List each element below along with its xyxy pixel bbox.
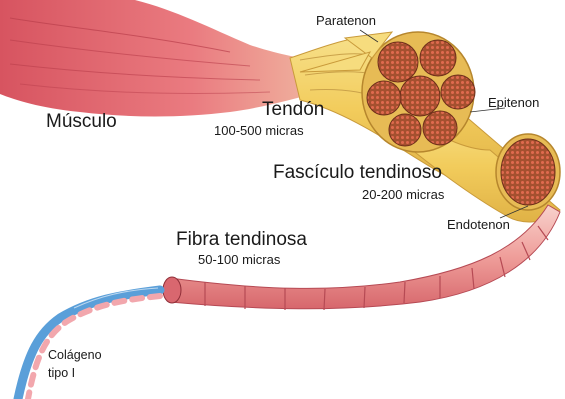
label-tendon: Tendón	[262, 100, 324, 119]
label-fibra: Fibra tendinosa	[176, 230, 307, 249]
label-paratenon: Paratenon	[316, 14, 376, 27]
label-tendon-size: 100-500 micras	[214, 124, 304, 137]
label-musculo: Músculo	[46, 112, 117, 131]
label-fasciculo: Fascículo tendinoso	[273, 163, 442, 182]
label-colageno: Colágeno	[48, 349, 102, 362]
fascicle-cross-section	[496, 134, 560, 210]
label-endotenon: Endotenon	[447, 218, 510, 231]
label-fibra-size: 50-100 micras	[198, 253, 280, 266]
label-epitenon: Epitenon	[488, 96, 539, 109]
label-colageno-tipo: tipo I	[48, 367, 75, 380]
collagen-fibril	[18, 288, 160, 399]
label-fasciculo-size: 20-200 micras	[362, 188, 444, 201]
